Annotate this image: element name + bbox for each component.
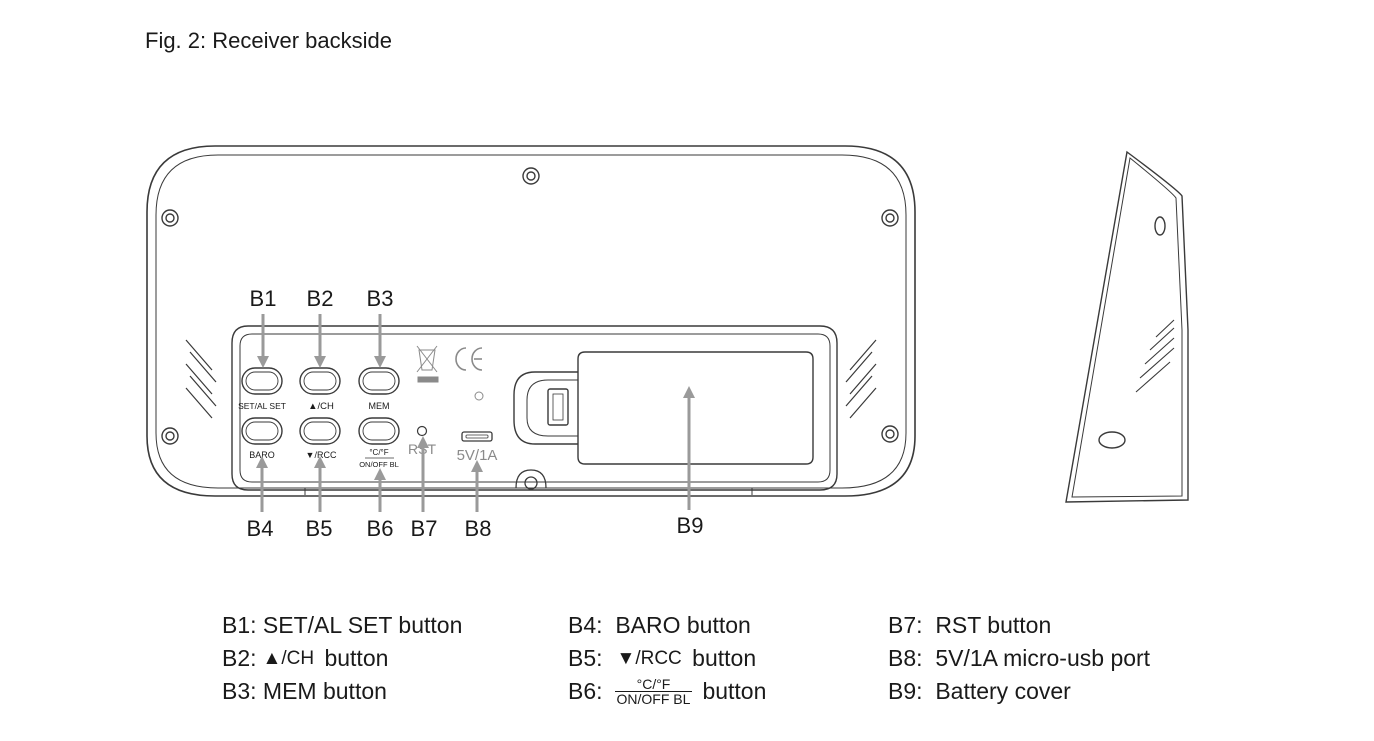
callout-b9: B9	[677, 513, 704, 538]
down-rcc-button[interactable]	[299, 417, 341, 445]
legend-item-b8: B8: 5V/1A micro-usb port	[888, 642, 1150, 675]
receiver-side-view	[1065, 150, 1189, 503]
legend-symbol: ▲/CH	[262, 648, 315, 669]
legend-code: B5:	[568, 645, 603, 671]
callout-b8: B8	[465, 516, 492, 541]
legend-text: BARO button	[615, 612, 751, 638]
screw-bottom-right	[881, 425, 899, 443]
legend-code: B9:	[888, 678, 923, 704]
legend-code: B3:	[222, 678, 257, 704]
callout-arrows	[256, 314, 695, 512]
mem-button[interactable]	[358, 367, 400, 395]
legend-symbol: ▼/RCC	[616, 648, 682, 669]
screw-bottom-left	[161, 427, 179, 445]
vent-left	[185, 339, 217, 419]
up-ch-button[interactable]	[299, 367, 341, 395]
set-al-set-button[interactable]	[241, 367, 283, 395]
screw-top-left	[161, 209, 179, 227]
legend-item-b5: B5: ▼/RCC button	[568, 642, 766, 675]
legend-item-b1: B1: SET/AL SET button	[222, 609, 462, 642]
legend-code: B4:	[568, 612, 603, 638]
legend-item-b2: B2:▲/CH button	[222, 642, 462, 675]
callout-b6: B6	[367, 516, 394, 541]
legend-item-b4: B4: BARO button	[568, 609, 766, 642]
legend-text: RST button	[935, 612, 1052, 638]
legend-code: B1:	[222, 612, 257, 638]
device-label-up-ch: ▲/CH	[308, 401, 334, 412]
legend-item-b6: B6: °C/°F ON/OFF BL button	[568, 675, 766, 708]
legend-column-2: B4: BARO button B5: ▼/RCC button B6: °C/°…	[568, 609, 766, 708]
callout-b1: B1	[250, 286, 277, 311]
legend-column-1: B1: SET/AL SET button B2:▲/CH button B3:…	[222, 609, 462, 708]
callout-b4: B4	[247, 516, 274, 541]
device-label-down-rcc: ▼/RCC	[306, 450, 337, 460]
unit-backlight-button[interactable]	[358, 417, 400, 445]
callout-b5: B5	[306, 516, 333, 541]
device-label-baro: BARO	[249, 450, 275, 460]
legend-text: button	[324, 645, 389, 671]
legend-code: B7:	[888, 612, 923, 638]
baro-button[interactable]	[241, 417, 283, 445]
rst-button[interactable]	[416, 425, 428, 437]
legend-fraction-top: °C/°F	[636, 676, 671, 692]
device-label-port: 5V/1A	[457, 447, 498, 464]
callout-b3: B3	[367, 286, 394, 311]
device-label-unit-top: °C/°F	[369, 448, 388, 457]
device-label-unit-bottom: ON/OFF BL	[359, 460, 399, 469]
legend-text: SET/AL SET button	[262, 612, 463, 638]
figure-title: Fig. 2: Receiver backside	[145, 28, 392, 53]
legend-code: B6:	[568, 678, 603, 704]
weee-bin-icon	[416, 345, 439, 383]
receiver-body	[146, 145, 916, 497]
legend-item-b9: B9: Battery cover	[888, 675, 1150, 708]
indicator-hole	[474, 391, 484, 401]
legend-fraction: °C/°F ON/OFF BL	[614, 676, 693, 707]
legend-item-b7: B7: RST button	[888, 609, 1150, 642]
vent-right	[845, 339, 877, 419]
legend-column-3: B7: RST button B8: 5V/1A micro-usb port …	[888, 609, 1150, 708]
legend-text: Battery cover	[935, 678, 1071, 704]
legend-text: 5V/1A micro-usb port	[935, 645, 1151, 671]
legend-code: B2:	[222, 645, 257, 671]
screw-panel-bottom	[515, 469, 547, 490]
legend-fraction-bottom: ON/OFF BL	[614, 691, 693, 707]
legend-text: MEM button	[262, 678, 387, 704]
control-panel	[231, 325, 838, 491]
screw-top-right	[881, 209, 899, 227]
screw-top	[522, 167, 540, 185]
legend-code: B8:	[888, 645, 923, 671]
legend-text: button	[702, 678, 767, 704]
callout-b7: B7	[411, 516, 438, 541]
battery-cover[interactable]	[513, 351, 814, 465]
device-label-set-al-set: SET/AL SET	[238, 401, 286, 411]
ce-mark-icon	[455, 347, 483, 371]
device-label-mem: MEM	[369, 401, 390, 411]
micro-usb-port[interactable]	[461, 431, 493, 442]
legend-item-b3: B3: MEM button	[222, 675, 462, 708]
callout-b2: B2	[307, 286, 334, 311]
legend-text: button	[692, 645, 757, 671]
